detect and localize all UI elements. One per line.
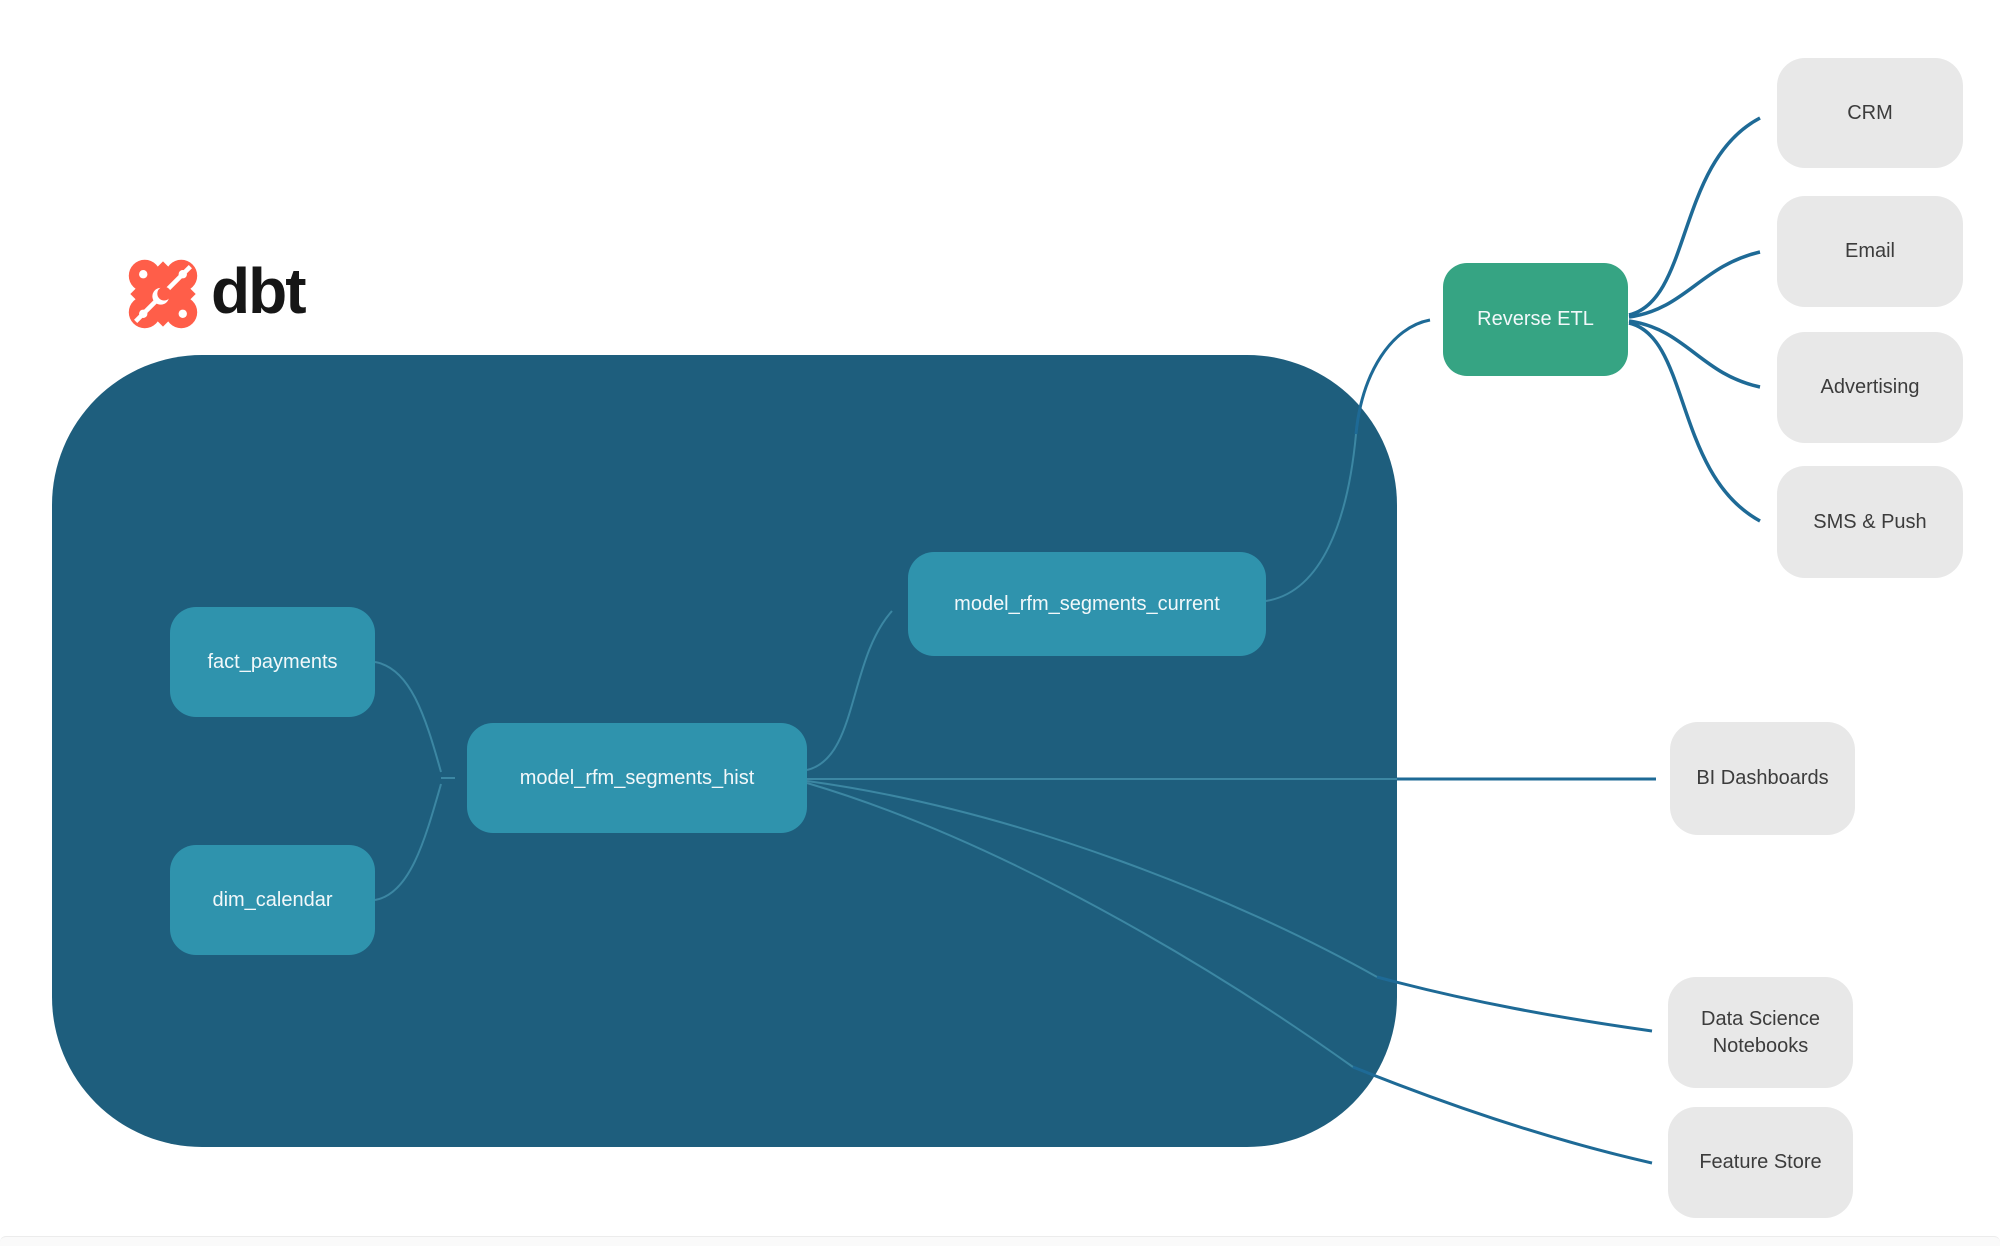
node-label: Advertising [1820, 376, 1920, 398]
node-fact-payments[interactable]: fact_payments [170, 607, 375, 717]
node-sms-push[interactable]: SMS & Push [1777, 466, 1963, 578]
node-model-rfm-segments-current[interactable]: model_rfm_segments_current [908, 552, 1266, 656]
node-label: Feature Store [1699, 1151, 1822, 1173]
node-dim-calendar[interactable]: dim_calendar [170, 845, 375, 955]
edge-reverse-etl-to-advertising [1628, 319, 1761, 389]
node-advertising[interactable]: Advertising [1777, 332, 1963, 443]
node-label: fact_payments [207, 650, 338, 673]
next-section-edge [0, 1236, 2000, 1246]
node-data-science-notebooks[interactable]: Data Science Notebooks [1668, 977, 1853, 1088]
node-reverse-etl[interactable]: Reverse ETL [1443, 263, 1628, 376]
dbt-logo-wordmark: dbt [211, 255, 306, 327]
node-label: Data Science Notebooks [1701, 1007, 1820, 1057]
edge-hist-to-ds-notebooks [1376, 975, 1653, 1033]
node-email[interactable]: Email [1777, 196, 1963, 307]
edge-hist-to-feature-store [1352, 1065, 1653, 1165]
edge-reverse-etl-to-email [1628, 250, 1761, 319]
node-crm[interactable]: CRM [1777, 58, 1963, 168]
node-label: model_rfm_segments_hist [519, 766, 755, 789]
node-label: SMS & Push [1813, 510, 1927, 533]
dbt-logo: dbt [125, 255, 306, 332]
edge-reverse-etl-to-crm [1628, 116, 1761, 317]
node-label: model_rfm_segments_current [954, 592, 1220, 615]
node-label: Email [1844, 240, 1895, 262]
node-label: CRM [1847, 101, 1893, 124]
node-label: dim_calendar [212, 888, 333, 911]
node-model-rfm-segments-hist[interactable]: model_rfm_segments_hist [467, 723, 807, 833]
node-label: Reverse ETL [1477, 308, 1594, 330]
edge-reverse-etl-to-sms-push [1628, 321, 1761, 523]
node-label: BI Dashboards [1696, 767, 1829, 789]
node-feature-store[interactable]: Feature Store [1668, 1107, 1853, 1218]
node-bi-dashboards[interactable]: BI Dashboards [1670, 722, 1855, 835]
dbt-logo-icon [128, 259, 198, 329]
